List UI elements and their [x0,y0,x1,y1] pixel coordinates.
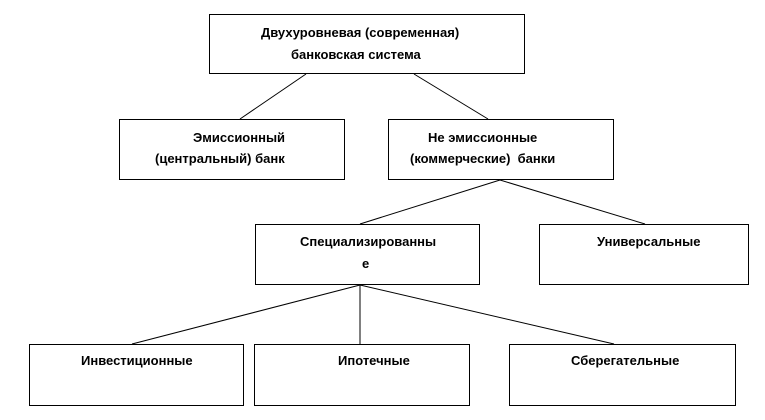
connector-root-emission [239,73,307,120]
node-savings-banks: Сберегательные [509,344,736,406]
node-label-line2: е [362,256,370,271]
connector-non-emission-specialized [359,179,501,225]
connector-specialized-savings [359,284,615,345]
node-label-line2: банковская система [291,47,421,62]
node-specialized-banks: Специализированны е [255,224,480,285]
connector-non-emission-universal [499,179,646,225]
node-universal-banks: Универсальные [539,224,749,285]
node-non-emission-commercial-banks: Не эмиссионные (коммерческие) банки [388,119,614,180]
node-two-tier-banking-system: Двухуровневая (современная) банковская с… [209,14,525,74]
node-label-line2: (центральный) банк [155,151,285,166]
node-label-line2: (коммерческие) банки [410,151,556,166]
node-label-line1: Не эмиссионные [428,130,538,145]
node-mortgage-banks: Ипотечные [254,344,470,406]
node-investment-banks: Инвестиционные [29,344,244,406]
connector-root-non-emission [413,73,489,120]
node-label: Универсальные [597,234,701,249]
node-emission-central-bank: Эмиссионный (центральный) банк [119,119,345,180]
node-label: Сберегательные [571,353,680,368]
node-label-line1: Двухуровневая (современная) [261,25,460,40]
node-label: Инвестиционные [81,353,193,368]
node-label-line1: Эмиссионный [193,130,286,145]
node-label-line1: Специализированны [300,234,437,249]
connector-specialized-investment [131,284,361,345]
node-label: Ипотечные [338,353,410,368]
